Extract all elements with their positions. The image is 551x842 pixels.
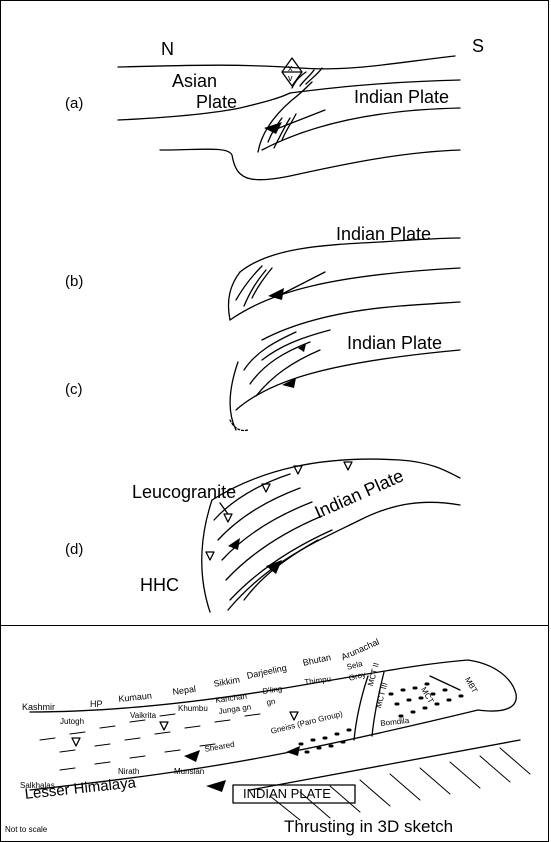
hatch-base xyxy=(249,739,521,791)
leucogranite-label: Leucogranite xyxy=(132,482,237,502)
indian-plate-c-base xyxy=(235,349,461,411)
unit-jutogh: Jutogh xyxy=(60,717,85,726)
panel-a-label: (a) xyxy=(65,95,84,112)
block-bottom-edge xyxy=(29,709,479,791)
slab-d-folds xyxy=(213,473,333,601)
motion-arrow-b xyxy=(268,288,284,300)
sketch-arrow-sheared xyxy=(184,750,200,762)
asian-plate-base xyxy=(117,92,291,121)
motion-arrow-b-shaft xyxy=(281,271,326,295)
mct-zone-left xyxy=(353,675,369,741)
unit-gn: gn xyxy=(265,696,276,707)
indian-plate-box xyxy=(232,784,356,804)
diamond-symbol xyxy=(281,57,303,87)
mct-zone-right xyxy=(371,671,385,737)
block-end-upper xyxy=(467,659,517,712)
indian-plate-box-label: INDIAN PLATE xyxy=(243,786,331,801)
unit-vaikrita: Vaikrita xyxy=(130,711,157,720)
cross-section-panel xyxy=(0,0,549,626)
mct-arrow xyxy=(429,675,461,691)
slab-b-tip xyxy=(227,271,241,321)
indian-plate-c-top xyxy=(261,301,461,341)
slab-a-outline xyxy=(257,81,313,153)
not-to-scale-note: Not to scale xyxy=(5,825,48,834)
motion-arrow-c-top xyxy=(298,344,306,352)
slab-c-folds xyxy=(243,329,331,397)
slab-c-breccia xyxy=(229,419,249,432)
unit-khumbu: Khumbu xyxy=(178,704,208,713)
region-kashmir: Kashmir xyxy=(22,702,56,712)
slab-b-folds xyxy=(235,265,273,307)
panel-d-drawing xyxy=(201,458,461,613)
indian-plate-d-top xyxy=(211,458,461,501)
panel-a-drawing xyxy=(117,55,461,181)
hhc-label: HHC xyxy=(140,575,179,595)
sketch-arrow-gneiss xyxy=(286,746,300,756)
motion-arrow-a xyxy=(264,122,282,134)
south-label: S xyxy=(472,36,485,56)
indian-plate-c-label: Indian Plate xyxy=(347,333,443,353)
indian-plate-a-mid xyxy=(261,107,461,151)
hatching xyxy=(269,747,531,821)
unit-munsian: Munsian xyxy=(174,767,205,776)
indian-plate-a-base xyxy=(159,148,461,181)
panel-c-label: (c) xyxy=(65,381,83,398)
block-top-edge xyxy=(29,659,469,713)
gneiss-dots xyxy=(298,682,464,754)
diamond-x: x xyxy=(288,63,293,73)
sketch-drawing xyxy=(29,659,531,821)
unit-nirath: Nirath xyxy=(118,767,140,776)
motion-arrow-d-top xyxy=(228,538,240,550)
asian-plate-label-1: Asian xyxy=(172,71,218,91)
motion-arrow-d xyxy=(266,560,282,574)
motion-arrow-c xyxy=(282,378,296,388)
panel-c-drawing xyxy=(229,301,461,432)
indian-plate-b-top xyxy=(239,237,461,273)
indian-plate-d-base xyxy=(227,501,461,611)
indian-plate-b-base xyxy=(229,267,461,321)
panel-b-label: (b) xyxy=(65,273,84,290)
slab-d-tip xyxy=(201,499,213,613)
unit-salkhalas: Salkhalas xyxy=(20,781,55,790)
slab-a-folds xyxy=(267,67,323,149)
motion-arrow-a-shaft xyxy=(278,109,326,129)
panel-d-label: (d) xyxy=(65,541,84,558)
leucogranite-pods xyxy=(205,461,353,561)
lesser-himalaya-dashes xyxy=(39,713,261,771)
indian-plate-a-top xyxy=(289,79,461,94)
sketch-pods xyxy=(71,711,299,747)
sketch-caption: Thrusting in 3D sketch xyxy=(284,817,454,836)
region-hp: HP xyxy=(90,699,103,709)
sketch-arrow-base xyxy=(206,780,226,792)
slab-c-tip xyxy=(229,361,239,431)
panel-b-drawing xyxy=(227,237,461,321)
indian-plate-b-label: Indian Plate xyxy=(336,224,432,244)
asian-plate-label-2: Plate xyxy=(196,92,238,112)
leucogranite-pointer xyxy=(219,502,229,515)
north-label: N xyxy=(161,39,174,59)
diamond-v: v xyxy=(288,73,293,83)
indian-plate-a-label: Indian Plate xyxy=(354,87,450,107)
